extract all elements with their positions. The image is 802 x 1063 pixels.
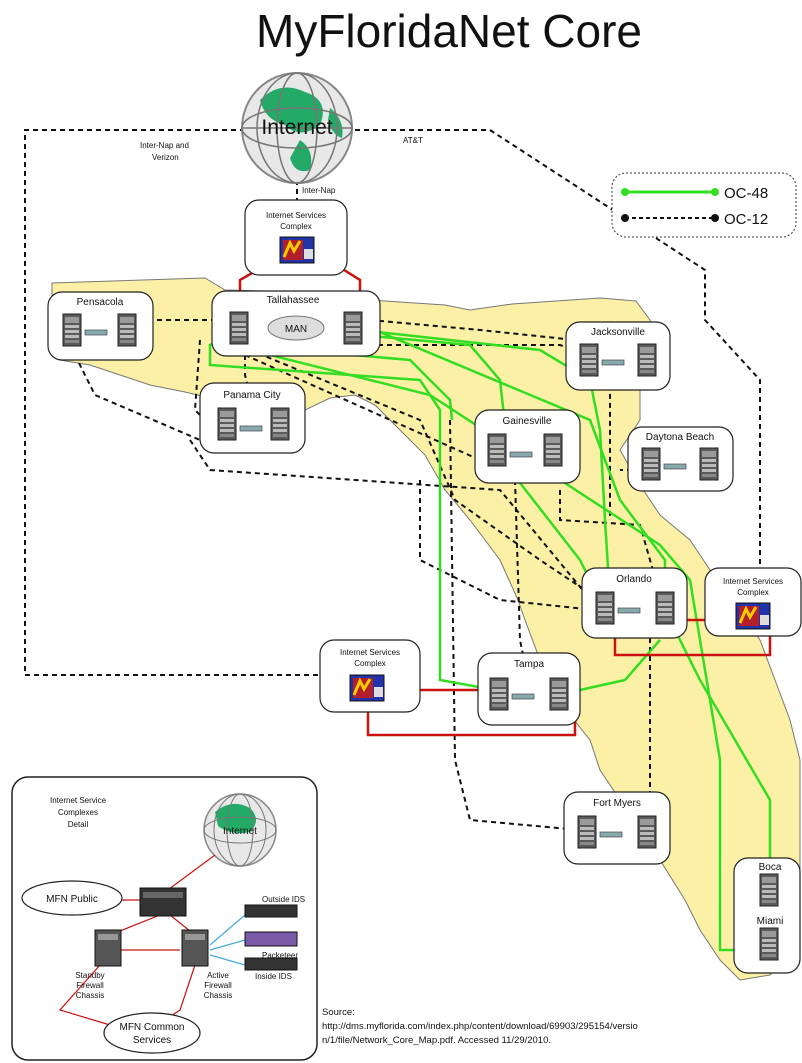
node-tampa: Tampa [477,652,581,726]
svg-text:Tampa: Tampa [514,659,544,670]
svg-text:Firewall: Firewall [204,981,232,990]
svg-text:Panama City: Panama City [223,390,280,401]
node-jacksonville: Jacksonville [565,321,671,391]
node-isc-tampa: Internet Services Complex [319,639,421,713]
internet-label: Internet [261,116,332,139]
svg-text:Daytona Beach: Daytona Beach [646,432,714,443]
page-title: MyFloridaNet Core [256,5,642,57]
svg-text:MAN: MAN [285,324,307,335]
source-url-2: n/1/file/Network_Core_Map.pdf. Accessed … [322,1035,552,1046]
svg-text:Internet Services: Internet Services [723,577,783,586]
source-label: Source: [322,1007,355,1018]
svg-text:Inside IDS: Inside IDS [255,972,292,981]
node-panama-city: Panama City [199,382,306,454]
node-gainesville: Gainesville [474,409,581,484]
svg-text:Outside IDS: Outside IDS [262,895,305,904]
svg-text:Detail: Detail [68,820,89,829]
svg-text:Chassis: Chassis [76,991,104,1000]
source-url-1: http://dms.myflorida.com/index.php/conte… [322,1021,638,1032]
svg-text:Standby: Standby [75,971,104,980]
node-isc-orlando: Internet Services Complex [704,567,802,637]
carrier-left-1: Inter-Nap and [140,141,189,150]
svg-text:Gainesville: Gainesville [503,416,552,427]
svg-text:Jacksonville: Jacksonville [591,327,645,338]
svg-text:Firewall: Firewall [76,981,104,990]
legend-oc12: OC-12 [724,211,768,228]
svg-text:Miami: Miami [757,916,784,927]
svg-text:Chassis: Chassis [204,991,232,1000]
node-tallahassee: Tallahassee MAN [211,290,381,357]
isc-detail-inset: Internet Service Complexes Detail Intern… [11,776,318,1061]
svg-text:Orlando: Orlando [616,574,652,585]
node-daytona-beach: Daytona Beach [627,426,734,492]
legend: OC-48 OC-12 [611,172,797,238]
svg-text:Boca: Boca [759,862,782,873]
node-boca-miami: Boca Miami [733,857,801,974]
svg-text:Active: Active [207,971,229,980]
svg-text:Services: Services [133,1035,171,1046]
svg-text:Pensacola: Pensacola [77,297,124,308]
svg-text:Tallahassee: Tallahassee [267,295,320,306]
svg-text:Complexes: Complexes [58,808,98,817]
svg-text:Fort Myers: Fort Myers [593,798,641,809]
node-pensacola: Pensacola [47,291,154,361]
carrier-right: AT&T [403,136,423,145]
carrier-left-2: Verizon [152,153,179,162]
legend-oc48: OC-48 [724,185,768,202]
svg-text:Internet: Internet [223,826,257,837]
svg-text:MFN Common: MFN Common [119,1022,184,1033]
internet-globe: Internet [241,72,353,184]
svg-text:Complex: Complex [737,588,769,597]
node-isc-top: Internet Services Complex [244,199,348,276]
svg-text:Complex: Complex [280,222,312,231]
source-citation: Source: http://dms.myflorida.com/index.p… [322,1006,742,1048]
svg-text:Internet Services: Internet Services [340,648,400,657]
svg-text:Complex: Complex [354,659,386,668]
node-orlando: Orlando [581,567,688,639]
node-fort-myers: Fort Myers [563,791,671,865]
svg-text:Internet Service: Internet Service [50,796,107,805]
carrier-internap: Inter-Nap [302,186,336,195]
svg-text:Internet Services: Internet Services [266,211,326,220]
svg-text:MFN Public: MFN Public [46,894,98,905]
svg-text:Packeteer: Packeteer [262,951,298,960]
